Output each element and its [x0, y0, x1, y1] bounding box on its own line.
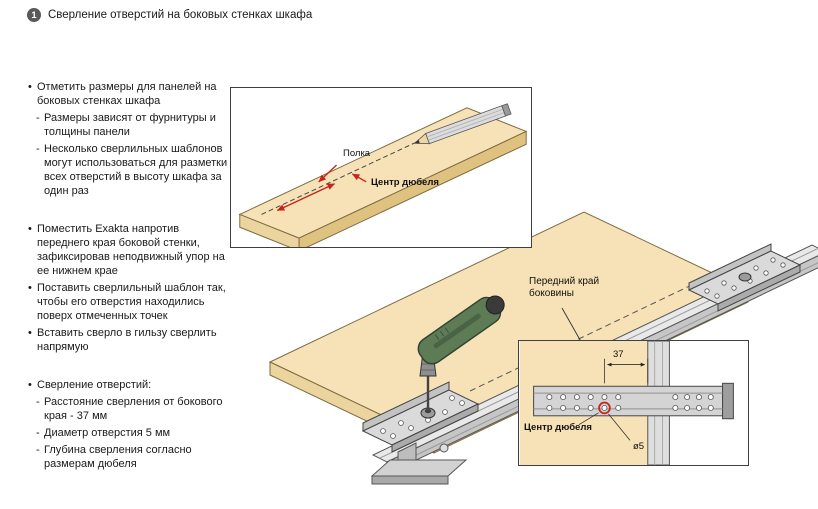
bullet-marker: • [28, 223, 32, 235]
dowel-center-leader [578, 412, 599, 425]
drill [417, 295, 505, 412]
template-detail-drawing [519, 341, 748, 465]
pencil [413, 103, 512, 145]
dowel-center-label-2: Центр дюбеля [524, 422, 592, 433]
step-header: 1 Сверление отверстий на боковых стенках… [27, 8, 312, 22]
instruction-group: • Поместить Exakta напротив переднего кра… [28, 222, 230, 354]
diameter-leader [608, 413, 631, 441]
dash-marker: - [36, 444, 40, 456]
instruction-text: Размеры зависят от фурнитуры и толщины п… [44, 112, 216, 138]
step-number-badge: 1 [27, 8, 41, 22]
instruction-text: Несколько сверлильных шаблонов могут исп… [44, 143, 228, 197]
instruction-item: -Несколько сверлильных шаблонов могут ис… [28, 142, 230, 198]
instruction-item: • Вставить сверло в гильзу сверлить напря… [28, 326, 230, 354]
shelf-arrow [318, 164, 338, 183]
dimension-37-label: 37 [613, 349, 624, 360]
instruction-text: Глубина сверления согласно размерам дюбе… [44, 444, 192, 470]
instruction-item: • Поместить Exakta напротив переднего кра… [28, 222, 230, 278]
dash-marker: - [36, 427, 40, 439]
page-title: Сверление отверстий на боковых стенках ш… [48, 9, 313, 21]
bullet-marker: • [28, 327, 32, 339]
instruction-text: Диаметр отверстия 5 мм [44, 427, 171, 439]
inset-template-detail: 37 Центр дюбеля ø5 [518, 340, 749, 466]
instruction-text: Вставить сверло в гильзу сверлить напрям… [37, 327, 217, 353]
highlighted-hole-ring [598, 401, 611, 415]
front-edge-label: Передний край боковины [529, 276, 600, 299]
dash-marker: - [36, 396, 40, 408]
instructions-column: • Отметить размеры для панелей на боковых… [28, 80, 230, 495]
inset-marking-detail: Полка Центр дюбеля [230, 87, 532, 248]
drill-body [417, 295, 505, 365]
instruction-item: -Размеры зависят от фурнитуры и толщины … [28, 111, 230, 139]
instruction-text: Расстояние сверления от бокового края - … [44, 396, 223, 422]
instruction-item: • Сверление отверстий: [28, 378, 230, 392]
instruction-text: Сверление отверстий: [37, 379, 152, 391]
marking-dashed-line [469, 280, 701, 392]
drilling-template-closeup [533, 382, 734, 420]
drilling-template-rear [687, 243, 802, 312]
instruction-group: •Сверление отверстий: -Расстояние сверле… [28, 378, 230, 471]
instruction-item: -Диаметр отверстия 5 мм [28, 426, 230, 440]
double-arrow [276, 183, 335, 212]
hole-diameter-label: ø5 [633, 441, 645, 452]
dowel-center-label: Центр дюбеля [371, 177, 439, 188]
dash-marker: - [36, 112, 40, 124]
instruction-group: • Отметить размеры для панелей на боковых… [28, 80, 230, 198]
instruction-text: Поставить сверлильный шаблон так, чтобы … [37, 282, 226, 322]
instruction-text: Отметить размеры для панелей на боковых … [37, 81, 217, 107]
instruction-item: -Глубина сверления согласно размерам дюб… [28, 443, 230, 471]
dowel-center-arrow [352, 173, 367, 183]
instruction-item: • Поставить сверлильный шаблон так, чтобы… [28, 281, 230, 323]
instruction-item: • Отметить размеры для панелей на боковых… [28, 80, 230, 108]
instruction-item: -Расстояние сверления от бокового края -… [28, 395, 230, 423]
dash-marker: - [36, 143, 40, 155]
shelf-label: Полка [343, 148, 371, 159]
fixed-end-stop [370, 442, 468, 485]
bullet-marker: • [28, 282, 32, 294]
instruction-text: Поместить Exakta напротив переднего края… [37, 223, 225, 277]
bullet-marker: • [28, 81, 32, 93]
marking-detail-drawing [238, 103, 528, 247]
bullet-marker: • [28, 379, 32, 391]
dimension-37 [604, 358, 649, 384]
